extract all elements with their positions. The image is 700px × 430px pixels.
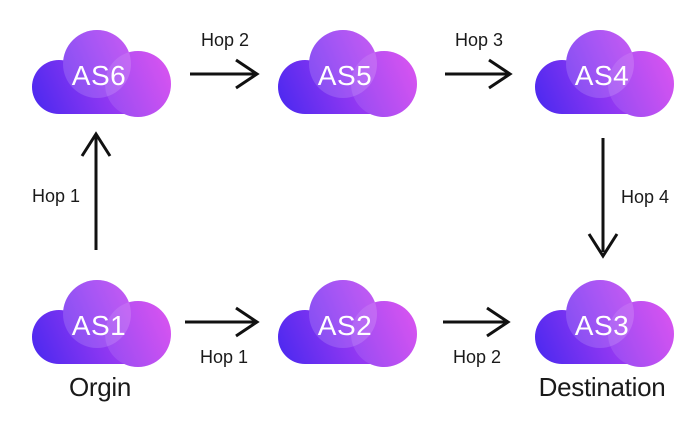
arrow-hop3-top <box>445 58 513 90</box>
arrow-hop2-bottom <box>443 306 511 338</box>
arrow-hop2-top <box>190 58 260 90</box>
hop-label-top-2: Hop 3 <box>455 30 503 50</box>
arrow-hop1-up <box>80 131 112 250</box>
node-label-as2: AS2 <box>318 310 372 341</box>
node-label-as6: AS6 <box>72 60 126 91</box>
hop-label-top-1: Hop 2 <box>201 30 249 50</box>
node-label-as4: AS4 <box>575 60 629 91</box>
arrow-hop1-bottom <box>185 306 260 338</box>
hop-label-left: Hop 1 <box>32 186 80 206</box>
node-label-as3: AS3 <box>575 310 629 341</box>
hop-label-bottom-1: Hop 1 <box>200 347 248 367</box>
arrow-hop4-down <box>587 138 619 259</box>
hop-label-bottom-2: Hop 2 <box>453 347 501 367</box>
node-label-as5: AS5 <box>318 60 372 91</box>
caption-destination: Destination <box>539 372 666 402</box>
hop-label-right: Hop 4 <box>621 187 669 207</box>
node-label-as1: AS1 <box>72 310 126 341</box>
caption-origin: Orgin <box>69 372 131 402</box>
arrows-group <box>80 58 619 338</box>
